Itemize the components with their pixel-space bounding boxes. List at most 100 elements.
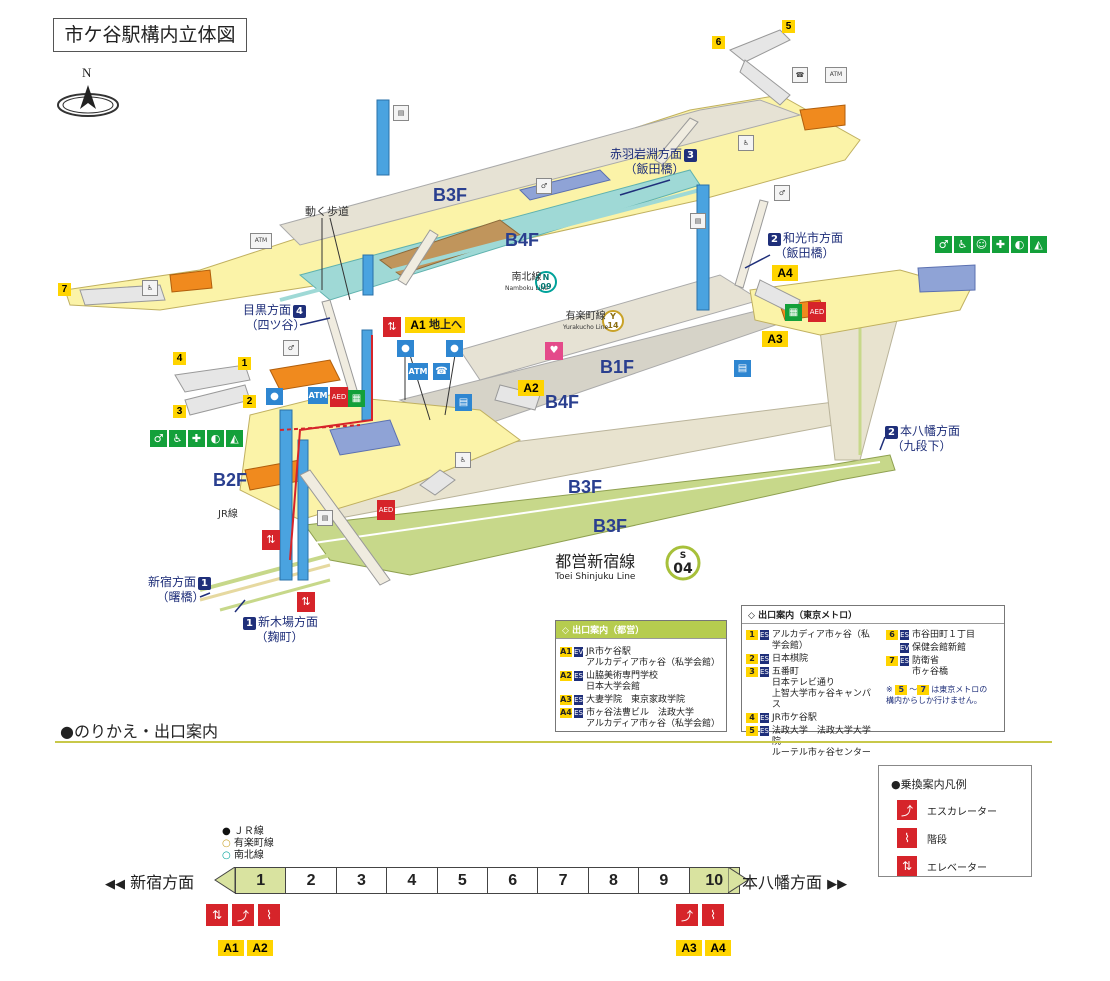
ticket-machine-icon: ▤ — [734, 360, 751, 377]
floor-label-b1f: B1F — [600, 357, 635, 377]
exit-badge-a1[interactable]: A1 — [405, 317, 431, 333]
exit-destination: 上智大学市ヶ谷キャンパス — [771, 689, 871, 710]
toilet-icon: ♂ — [283, 340, 299, 356]
escalator-icon: ⤴ — [232, 904, 254, 926]
atm-icon: ATM — [408, 363, 428, 380]
exit-badge-6[interactable]: 6 — [712, 36, 725, 49]
aed-icon: AED — [808, 302, 826, 322]
exit-destination: 山脇美術専門学校 — [586, 671, 659, 681]
car10-exit-a4[interactable]: A4 — [705, 940, 731, 956]
atm-icon: ATM — [825, 67, 847, 83]
exit-tag: 2 — [746, 654, 758, 664]
exit-destination: ルーテル市ヶ谷センター — [771, 748, 871, 758]
ticket-gate-icon: ▤ — [317, 510, 333, 526]
exit-info-metro-header: ◇ 出口案内（東京メトロ） — [742, 606, 1004, 624]
train-car-2[interactable]: 2 — [285, 867, 337, 894]
atm-icon: ATM — [250, 233, 272, 249]
exit-badge-1[interactable]: 1 — [238, 357, 251, 370]
elevator-icon: ⇅ — [262, 530, 280, 550]
aed-icon: AED — [330, 387, 348, 407]
ticket-gate-icon: ▤ — [690, 213, 706, 229]
floor-label-b4f-mid: B4F — [545, 392, 580, 412]
train-car-4[interactable]: 4 — [386, 867, 438, 894]
aed-icon: AED — [377, 500, 395, 520]
transfer-line-legend: ● ＪＲ線 ○ 有楽町線 ○ 南北線 — [222, 826, 274, 862]
stairs-icon: ⌇ — [702, 904, 724, 926]
diaper-icon: ◭ — [226, 430, 243, 447]
train-car-6[interactable]: 6 — [487, 867, 539, 894]
left-direction-label: ◀◀ 新宿方面 — [105, 873, 195, 892]
exit-type-tag: EV — [900, 643, 910, 653]
info-person-icon: ● — [397, 340, 414, 357]
exit-badge-a3[interactable]: A3 — [762, 331, 788, 347]
car10-exits: A3 A4 — [676, 940, 731, 956]
moving-walkway-label: 動く歩道 — [305, 205, 349, 218]
exit-type-tag: ES — [760, 630, 769, 640]
elevator-icon: ⇅ — [297, 592, 315, 612]
compass: N — [55, 65, 121, 125]
elevator-icon: ⇅ — [897, 856, 917, 876]
car1-transfer-icons: ⇅ ⤴ ⌇ — [206, 904, 280, 926]
exit-badge-4[interactable]: 4 — [173, 352, 186, 365]
legend-item-escalator: ⤴エスカレーター — [897, 800, 1031, 820]
yurakucho-line-label: 有楽町線 Yurakucho Line — [563, 311, 609, 331]
phone-icon: ☎ — [792, 67, 808, 83]
toilet-facilities-left: ♂ ♿ ✚ ◐ ◭ — [150, 430, 245, 447]
floor-label-b3f-low1: B3F — [568, 477, 603, 497]
exit-badge-5[interactable]: 5 — [782, 20, 795, 33]
stairs-icon: ⌇ — [897, 828, 917, 848]
shinjuku-line-badge: S 04 — [673, 551, 693, 577]
phone-icon: ☎ — [433, 363, 450, 380]
train-car-5[interactable]: 5 — [436, 867, 488, 894]
exit-tag: 5 — [746, 726, 758, 736]
legend-jr: ● ＪＲ線 — [222, 826, 264, 837]
train-car-1[interactable]: 1 — [235, 867, 287, 894]
exit-tag: 7 — [886, 656, 898, 666]
exit-type-tag: ES — [760, 726, 769, 736]
ostomate-icon: ✚ — [188, 430, 205, 447]
ostomate-icon: ✚ — [992, 236, 1009, 253]
exit-badge-2[interactable]: 2 — [243, 395, 256, 408]
exit-badge-3[interactable]: 3 — [173, 405, 186, 418]
car1-exit-a1[interactable]: A1 — [218, 940, 244, 956]
train-car-9[interactable]: 9 — [638, 867, 690, 894]
exit-destination: JR市ケ谷駅 — [772, 713, 817, 723]
stairs-icon: ⌇ — [258, 904, 280, 926]
exit-destination: 防衛省 — [912, 656, 940, 666]
exit-type-tag: ES — [760, 713, 769, 723]
exit-badge-7[interactable]: 7 — [58, 283, 71, 296]
train-car-8[interactable]: 8 — [587, 867, 640, 894]
escalator-icon: ⤴ — [897, 800, 917, 820]
baby-icon: ☺ — [973, 236, 990, 253]
toilet-icon: ♂ — [774, 185, 790, 201]
exit-tag: 6 — [886, 630, 898, 640]
exit-type-tag: ES — [900, 630, 909, 640]
lead-car-nose — [214, 867, 236, 894]
exit-type-tag: ES — [574, 671, 583, 681]
toilet-icon: ♂ — [536, 178, 552, 194]
car10-exit-a3[interactable]: A3 — [676, 940, 702, 956]
transfer-section-title: ●のりかえ・出口案内 — [60, 722, 218, 741]
exit-badge-a4[interactable]: A4 — [772, 265, 798, 281]
floor-label-b4f-top: B4F — [505, 230, 540, 250]
coin-locker-icon: ▦ — [348, 390, 365, 407]
train-car-3[interactable]: 3 — [335, 867, 388, 894]
car1-exit-a2[interactable]: A2 — [247, 940, 273, 956]
train-car-7[interactable]: 7 — [537, 867, 589, 894]
babycare-icon: ◐ — [1011, 236, 1028, 253]
exit-badge-a2[interactable]: A2 — [518, 380, 544, 396]
exit-type-tag: ES — [760, 654, 769, 664]
legend-yurakucho: ○ 有楽町線 — [222, 838, 274, 849]
floor-label-b3f-top: B3F — [433, 185, 468, 205]
